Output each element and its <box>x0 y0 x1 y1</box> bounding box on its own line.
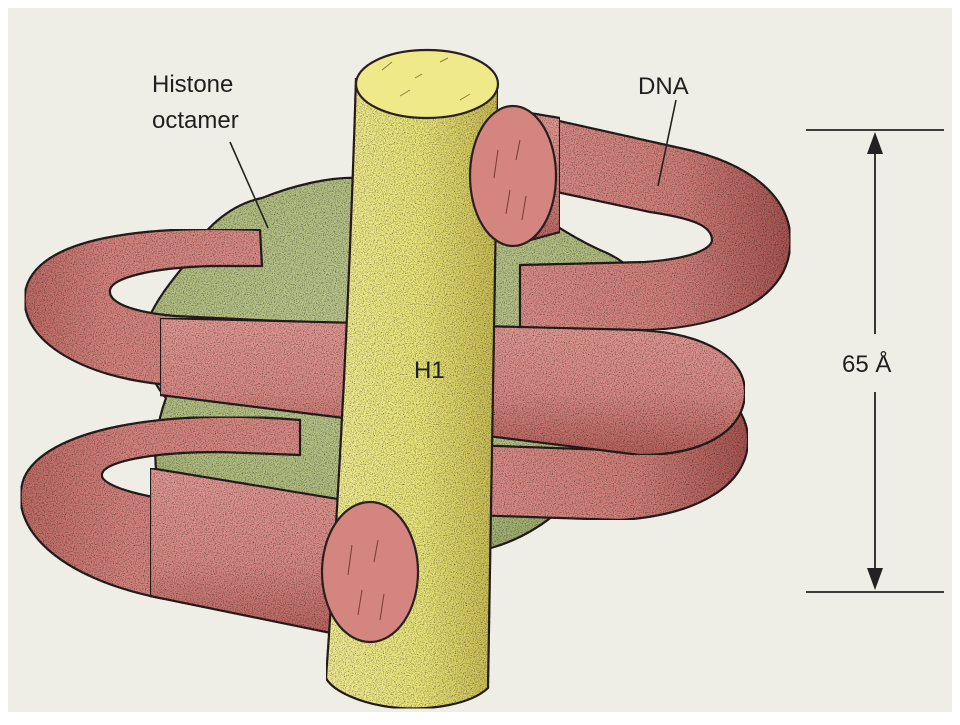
dna-top-end-hatching <box>493 139 527 221</box>
dna-label: DNA <box>638 73 689 100</box>
dna-top-end <box>468 104 558 248</box>
histone-label-line2: octamer <box>152 107 239 134</box>
dna-leader-line <box>657 99 677 187</box>
h1-label: H1 <box>414 357 445 384</box>
dna-top-back-tube <box>508 108 792 332</box>
histone-label-line1: Histone <box>152 71 233 98</box>
dna-bottom-end-hatching <box>347 539 385 621</box>
histone-leader-line <box>229 141 269 229</box>
measurement-label: 65 Å <box>842 350 891 378</box>
h1-top-end <box>354 48 500 120</box>
dimension-marker <box>806 129 944 593</box>
dimension-up-arrowhead <box>867 132 883 154</box>
h1-top-hatching <box>381 57 471 101</box>
dna-bottom-end <box>320 500 420 644</box>
dimension-down-arrowhead <box>867 568 883 590</box>
